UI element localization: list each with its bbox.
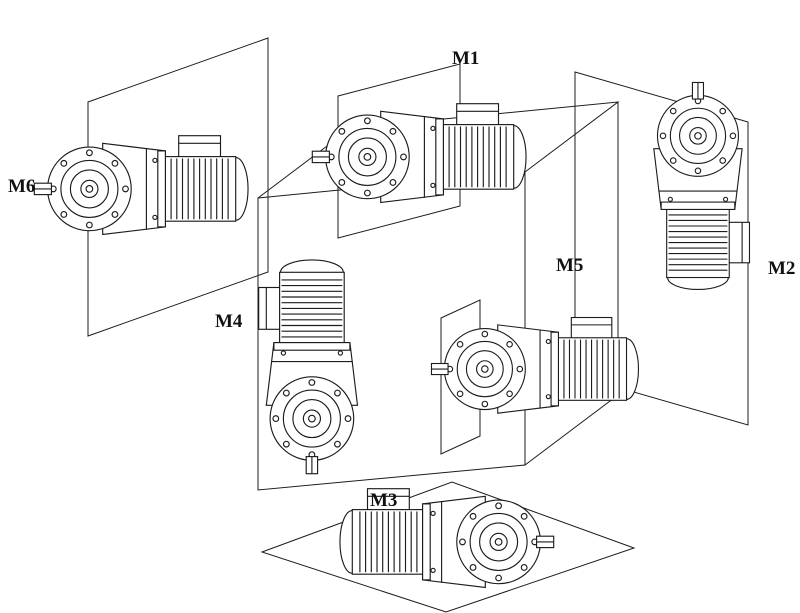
label-m6: M6	[8, 176, 35, 197]
label-m3: M3	[370, 490, 397, 511]
gearmotor-m2	[653, 81, 751, 291]
mounting-plane-m6	[87, 37, 269, 337]
position-labels: M1 M2 M3 M4 M5 M6	[8, 48, 795, 511]
label-m1: M1	[452, 48, 479, 69]
label-m4: M4	[215, 311, 243, 332]
gearmotor-m5	[430, 316, 640, 414]
mounting-plane-m5	[440, 299, 481, 455]
gearmotors	[33, 81, 751, 589]
label-m2: M2	[768, 258, 795, 279]
label-m5: M5	[556, 255, 583, 276]
gearmotor-m6	[33, 135, 249, 236]
gearmotor-m4	[258, 259, 359, 475]
gearmotor-m1	[311, 103, 527, 204]
